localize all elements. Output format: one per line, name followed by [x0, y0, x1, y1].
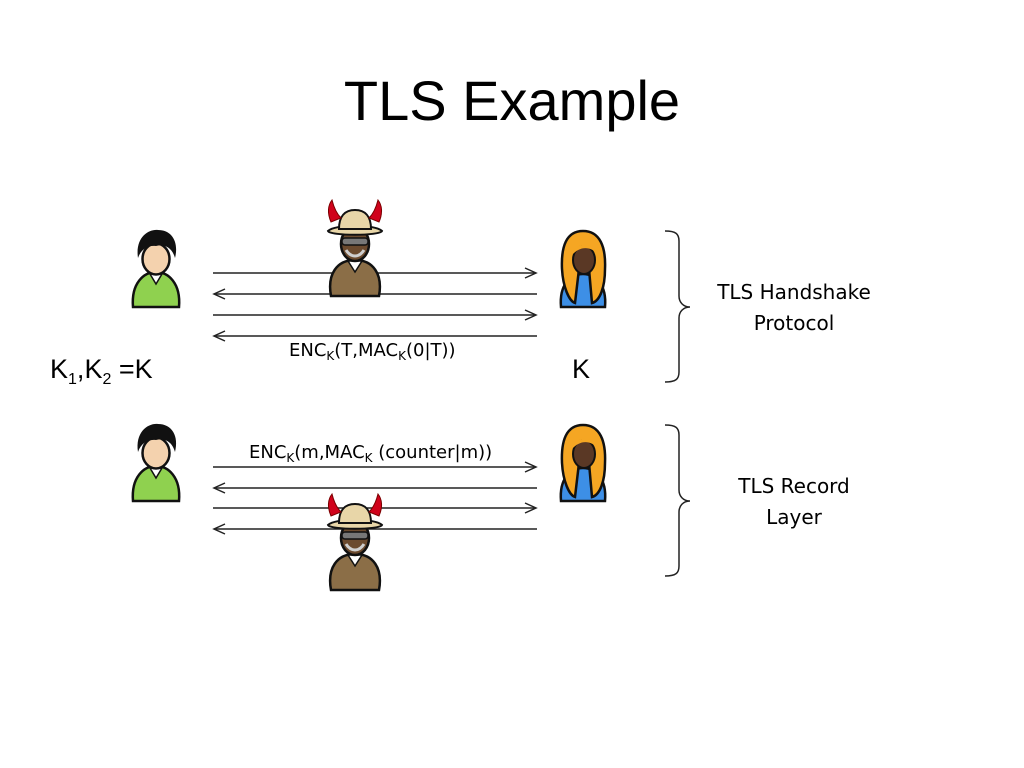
slide-title: TLS Example: [343, 69, 681, 132]
record-side-label: TLS Record Layer: [694, 471, 894, 533]
handshake-side-label-line-2: Protocol: [753, 311, 835, 335]
record-brace: [664, 424, 691, 577]
handshake-adversary-icon: [326, 198, 384, 298]
record-message-label: ENCK(m,MACK (counter|m)): [249, 442, 493, 466]
bob-key-label: K: [572, 354, 591, 384]
record-adversary-icon: [326, 492, 384, 592]
alice-keys-label: K1,K2 =K: [50, 354, 153, 388]
record-arrow-2: [213, 482, 538, 494]
bob-person-icon-record: [559, 423, 607, 503]
bob-person-icon: [559, 229, 607, 309]
handshake-brace: [664, 230, 691, 383]
handshake-arrow-3: [212, 309, 537, 321]
handshake-message-label: ENCK(T,MACK(0|T)): [289, 340, 456, 364]
handshake-side-label-line-1: TLS Handshake: [717, 280, 871, 304]
handshake-side-label: TLS Handshake Protocol: [694, 277, 894, 339]
record-side-label-line-1: TLS Record: [738, 474, 850, 498]
alice-person-icon-record: [131, 422, 181, 503]
alice-person-icon: [131, 228, 181, 309]
record-side-label-line-2: Layer: [766, 505, 822, 529]
